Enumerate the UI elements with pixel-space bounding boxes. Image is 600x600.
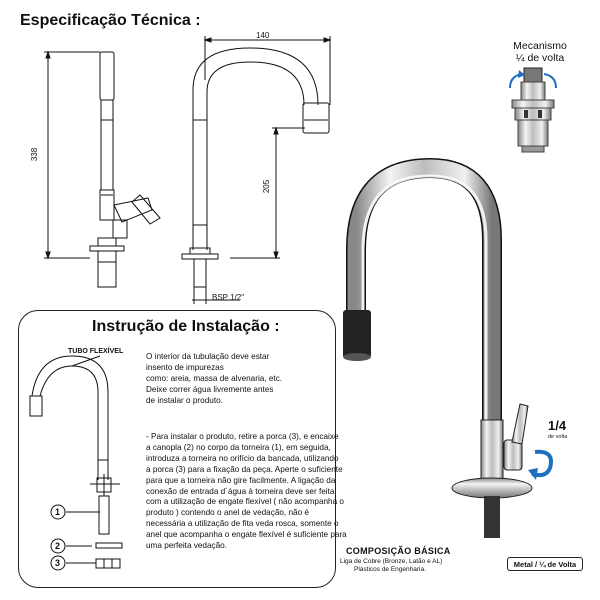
tube-label: TUBO FLEXÍVEL: [68, 348, 124, 355]
part-number-2: 2: [55, 541, 61, 551]
mechanism-title: Mecanismo ¼ de volta: [490, 40, 590, 64]
install-paragraph-2: - Para instalar o produto, retire a porc…: [146, 432, 347, 552]
spec-title: Especificação Técnica :: [20, 12, 201, 29]
part-number-3: 3: [55, 558, 61, 568]
part-number-circles: [50, 504, 66, 571]
mechanism-cartridge-image: [509, 67, 557, 153]
install-title: Instrução de Instalação :: [92, 318, 280, 335]
composition-line-1: Liga de Cobre (Bronze, Latão e AL): [340, 558, 443, 565]
install-faucet-drawing: [29, 355, 123, 569]
front-view-drawing: [181, 36, 332, 304]
product-faucet-image: [343, 157, 553, 538]
paragraph-line: produto ) contendo o anel de vedação, nã…: [146, 508, 309, 518]
dim-height-label: 338: [30, 147, 40, 162]
paragraph-line: necessária a utilização de fita veda ros…: [146, 519, 339, 529]
paragraph-line: de instalar o produto.: [146, 395, 223, 405]
composition-line-2: Plásticos de Engenharia.: [354, 566, 426, 573]
quarter-turn-label: de volta: [548, 434, 568, 440]
composition-title: COMPOSIÇÃO BÁSICA: [346, 546, 451, 556]
model-badge: Metal / ¼ de Volta: [507, 557, 583, 571]
dim-width-label: 140: [256, 31, 270, 40]
thread-label: BSP 1/2": [212, 293, 245, 302]
mechanism-title-line1: Mecanismo: [513, 40, 567, 52]
paragraph-line: com a utilização de engate flexível ( nã…: [146, 497, 344, 507]
paragraph-line: como: areia, massa de alvenaria, etc.: [146, 373, 283, 383]
paragraph-line: a canopla (2) no corpo da torneira (1), …: [146, 442, 331, 452]
paragraph-line: anel que acompanha o engate flexível é s…: [146, 530, 347, 540]
installation-box: [18, 310, 336, 588]
side-view-drawing: [44, 50, 161, 288]
dim-spout-label: 205: [262, 179, 272, 194]
paragraph-line: conexão de entrada d´água à torneira dev…: [146, 486, 335, 496]
quarter-turn-value: 1/4: [548, 418, 567, 433]
install-paragraph-1: O interior da tubulação deve estar insen…: [146, 352, 336, 407]
part-number-1: 1: [55, 507, 61, 517]
paragraph-line: - Para instalar o produto, retire a porc…: [146, 432, 339, 441]
paragraph-line: introduza a torneira no orifício da banc…: [146, 453, 339, 463]
paragraph-line: para que a torneira não gire facilmente.…: [146, 475, 336, 485]
paragraph-line: insento de impurezas: [146, 362, 224, 372]
paragraph-line: O interior da tubulação deve estar: [146, 352, 270, 361]
paragraph-line: Deixe correr água livremente antes: [146, 384, 274, 394]
mechanism-title-line2: ¼ de volta: [515, 52, 565, 64]
paragraph-line: a porca (3) para a fixação da peça. Aper…: [146, 464, 343, 474]
paragraph-line: uma perfeita vedação.: [146, 541, 228, 551]
